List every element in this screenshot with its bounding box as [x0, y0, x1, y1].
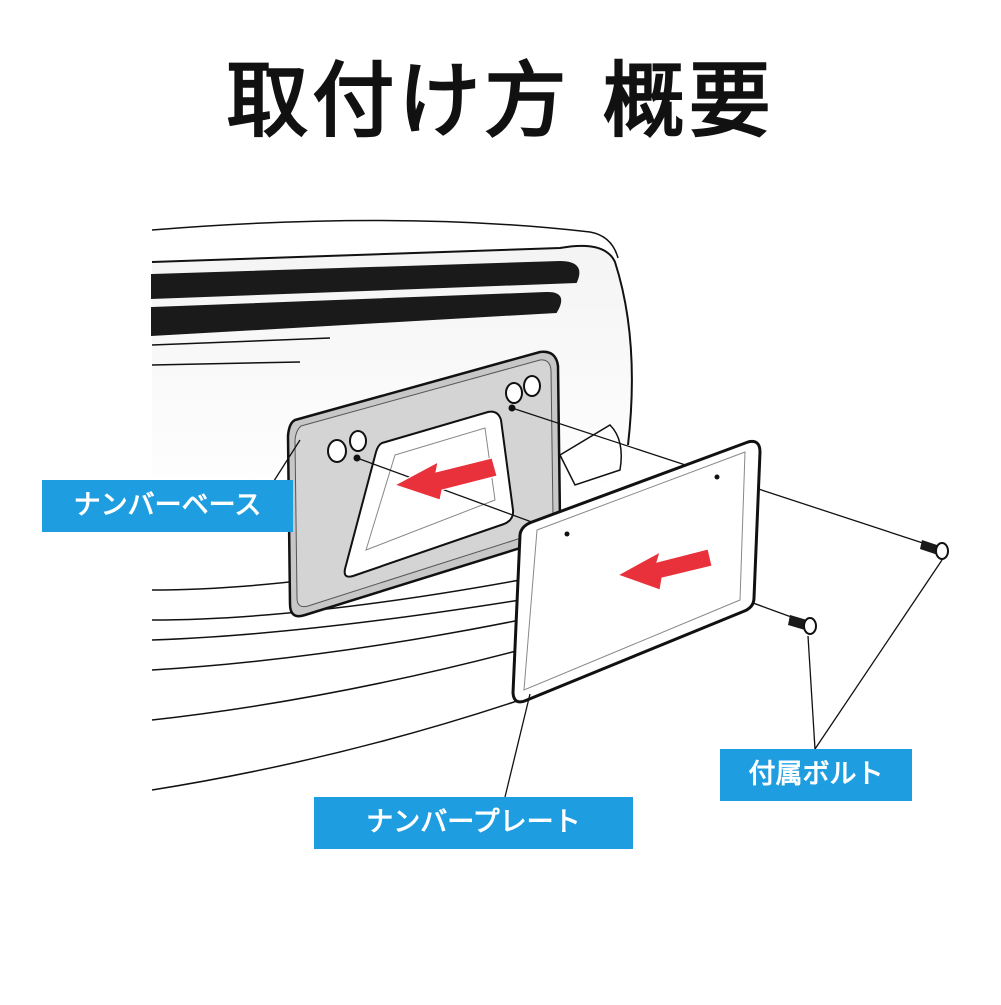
label-leader-lines — [504, 559, 943, 798]
insert-arrow-icon — [616, 548, 713, 591]
bolts-label: 付属ボルト — [720, 749, 912, 801]
bolt-icon — [788, 615, 817, 635]
number-base-label: ナンバーベース — [42, 480, 293, 532]
number-plate-label: ナンバープレート — [314, 797, 633, 849]
insert-arrow-icon — [393, 457, 498, 501]
bolt-icon — [920, 540, 949, 560]
page-title: 取付け方 概要 — [226, 54, 775, 149]
